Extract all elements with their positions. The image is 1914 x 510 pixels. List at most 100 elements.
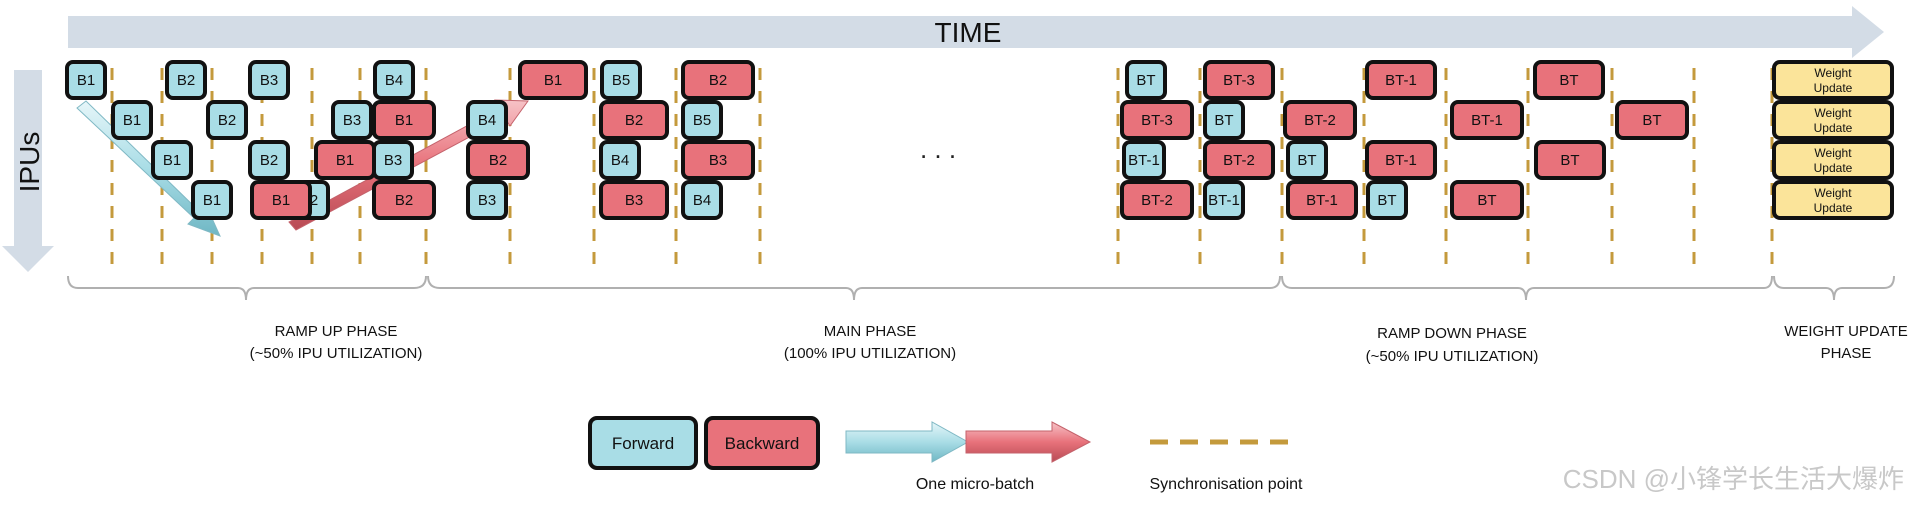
block-rect [1203, 180, 1245, 220]
weight-update-line1: Weight [1814, 106, 1852, 120]
block-forward: B4 [466, 100, 508, 140]
block-backward: BT [1450, 180, 1524, 220]
block-rect [1203, 60, 1275, 100]
block-rect [681, 60, 755, 100]
block-forward: BT [1286, 140, 1328, 180]
block-backward: B1 [518, 60, 588, 100]
block-rect [518, 60, 588, 100]
block-backward: B3 [681, 140, 755, 180]
block-backward: BT [1533, 60, 1605, 100]
block-forward: B1 [191, 180, 233, 220]
block-rect [331, 100, 373, 140]
watermark: CSDN @小锋学长生活大爆炸 [1563, 464, 1904, 494]
block-rect [1615, 100, 1689, 140]
block-backward: BT-3 [1203, 60, 1275, 100]
block-forward: BT [1203, 100, 1245, 140]
block-rect [1120, 180, 1194, 220]
weight-update-blocks: WeightUpdateWeightUpdateWeightUpdateWeig… [1772, 60, 1894, 220]
weight-update-line2: Update [1814, 201, 1853, 215]
block-forward: B3 [466, 180, 508, 220]
weight-update-line1: Weight [1814, 146, 1852, 160]
block-backward: BT [1534, 140, 1606, 180]
block-forward: BT-1 [1203, 180, 1245, 220]
block-rect [1120, 100, 1194, 140]
main-phase-ellipsis: . . . [920, 134, 956, 164]
block-rect [681, 100, 723, 140]
block-forward: B1 [151, 140, 193, 180]
block-forward: B3 [248, 60, 290, 100]
block-rect [372, 180, 436, 220]
block-label: B3 [709, 152, 727, 169]
block-rect [1365, 60, 1437, 100]
block-backward: B2 [599, 100, 669, 140]
block-label: B2 [489, 152, 507, 169]
weight-update-line2: Update [1814, 161, 1853, 175]
block-label: BT-1 [1208, 192, 1240, 209]
bracket-main [427, 275, 1281, 301]
phase-weight-update-line2: PHASE [1821, 345, 1872, 362]
block-label: BT-3 [1223, 72, 1255, 89]
block-rect [1533, 60, 1605, 100]
legend: Forward Backward One micro-batch Synchro… [588, 416, 1304, 493]
pipeline-blocks: B1B1B1B1B2B2B2B2B3B3B1B1B4B1B3B2B1B4B2B3… [65, 60, 1689, 220]
block-label: B1 [123, 112, 141, 129]
block-backward: B2 [372, 180, 436, 220]
block-backward: B1 [250, 180, 312, 220]
block-label: B1 [272, 192, 290, 209]
legend-forward-swatch [588, 416, 698, 470]
block-backward: BT-2 [1203, 140, 1275, 180]
block-label: B4 [611, 152, 629, 169]
block-backward: BT-1 [1286, 180, 1358, 220]
block-label: B5 [612, 72, 630, 89]
legend-backward-label: Backward [725, 434, 800, 453]
block-forward: B1 [111, 100, 153, 140]
legend-backward-swatch [704, 416, 820, 470]
block-label: BT-1 [1128, 152, 1160, 169]
block-forward: B2 [165, 60, 207, 100]
block-label: B4 [385, 72, 403, 89]
block-backward: B1 [372, 100, 436, 140]
block-rect [681, 180, 723, 220]
block-label: B2 [625, 112, 643, 129]
block-rect [681, 140, 755, 180]
block-label: BT [1642, 112, 1661, 129]
block-rect [1366, 180, 1408, 220]
ipus-axis-arrow [2, 70, 54, 272]
block-rect [372, 140, 414, 180]
block-label: B1 [336, 152, 354, 169]
block-label: BT-2 [1223, 152, 1255, 169]
block-rect [111, 100, 153, 140]
block-label: B3 [260, 72, 278, 89]
block-label: B3 [478, 192, 496, 209]
block-label: B2 [260, 152, 278, 169]
block-rect [372, 100, 436, 140]
block-rect [600, 60, 642, 100]
block-rect [250, 180, 312, 220]
bracket-weight-update [1773, 275, 1895, 301]
block-label: BT [1559, 72, 1578, 89]
block-label: BT [1377, 192, 1396, 209]
block-rect [151, 140, 193, 180]
block-forward: B1 [65, 60, 107, 100]
block-backward: BT-1 [1365, 140, 1437, 180]
block-backward: B2 [466, 140, 530, 180]
block-rect [599, 100, 669, 140]
legend-sync-label: Synchronisation point [1150, 476, 1304, 493]
block-backward: BT-3 [1120, 100, 1194, 140]
time-axis-arrow [68, 6, 1884, 58]
weight-update-line2: Update [1814, 121, 1853, 135]
weight-update-rect [1772, 180, 1894, 220]
weight-update-rect [1772, 60, 1894, 100]
block-rect [248, 140, 290, 180]
block-rect [1125, 60, 1167, 100]
block-label: BT-2 [1141, 192, 1173, 209]
weight-update-line1: Weight [1814, 66, 1852, 80]
block-label: BT [1214, 112, 1233, 129]
bracket-ramp-down [1281, 275, 1773, 301]
block-forward: B4 [373, 60, 415, 100]
weight-update-line2: Update [1814, 81, 1853, 95]
block-label: BT [1477, 192, 1496, 209]
